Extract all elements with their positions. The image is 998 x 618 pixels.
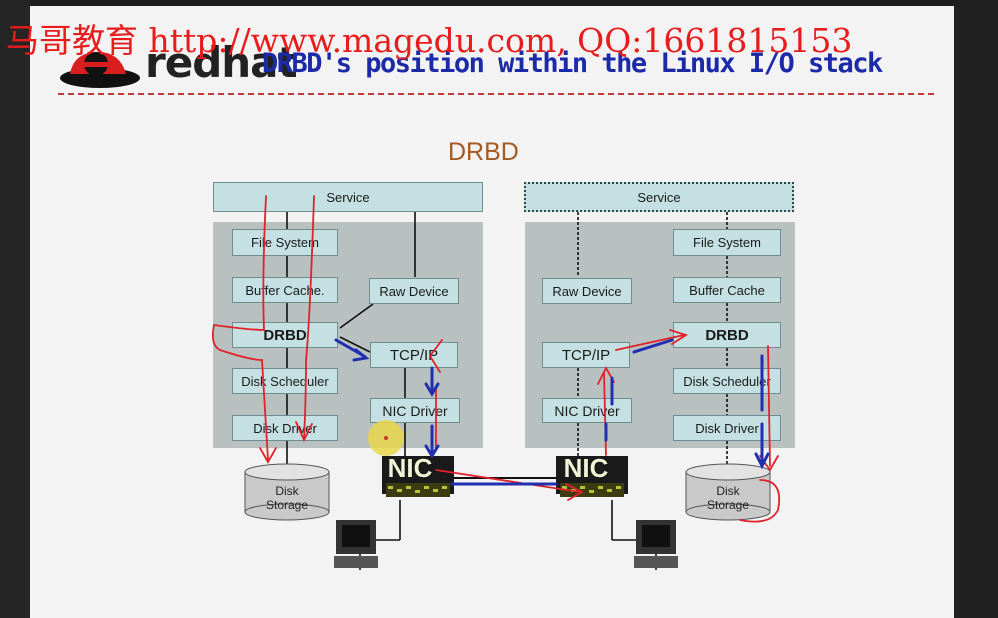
right-tcpip-box: TCP/IP (542, 342, 630, 368)
left-service-box: Service (213, 182, 483, 212)
left-red-path-1 (211, 195, 269, 461)
redhat-logo-text: redhat (145, 38, 298, 87)
left-red-path-2 (303, 195, 315, 441)
right-nic-chip-icon (556, 456, 628, 497)
right-disk-storage-icon (685, 463, 771, 521)
watermark: 马哥教育 http://www.magedu.com, QQ:166181515… (6, 21, 853, 60)
right-file-system-box: File System (673, 229, 781, 256)
left-raw-device-box: Raw Device (369, 278, 459, 304)
title-divider (58, 93, 934, 95)
right-buffer-cache-box: Buffer Cache (673, 277, 781, 303)
left-tcpip-box: TCP/IP (370, 342, 458, 368)
right-drbd-box: DRBD (673, 322, 781, 348)
slide-title: DRBD's position within the Linux I/O sta… (262, 48, 883, 79)
network-red-path (435, 469, 581, 493)
left-nic-chip-icon (382, 456, 454, 497)
slide (30, 6, 954, 618)
right-nic-label: NIC (563, 452, 609, 483)
diagram-title: DRBD (448, 138, 519, 166)
left-computer-icon (334, 520, 378, 568)
left-nic-label: NIC (387, 452, 433, 483)
left-file-system-box: File System (232, 229, 338, 256)
left-disk-scheduler-box: Disk Scheduler (232, 368, 338, 394)
right-raw-device-box: Raw Device (542, 278, 632, 304)
redhat-logo-icon (60, 52, 140, 88)
right-disk-circle-annotation (739, 479, 781, 523)
left-nic-driver-box: NIC Driver (370, 398, 460, 423)
right-computer-icon (634, 520, 678, 568)
right-disk-label: Disk Storage (706, 484, 750, 512)
left-disk-storage-icon (244, 463, 330, 521)
right-nic-driver-box: NIC Driver (542, 398, 632, 423)
left-disk-label: Disk Storage (265, 484, 309, 512)
left-drbd-box: DRBD (232, 322, 338, 348)
left-buffer-cache-box: Buffer Cache. (232, 277, 338, 303)
window-left-edge (0, 0, 30, 618)
right-service-box: Service (524, 182, 794, 212)
window-right-edge (954, 0, 998, 618)
